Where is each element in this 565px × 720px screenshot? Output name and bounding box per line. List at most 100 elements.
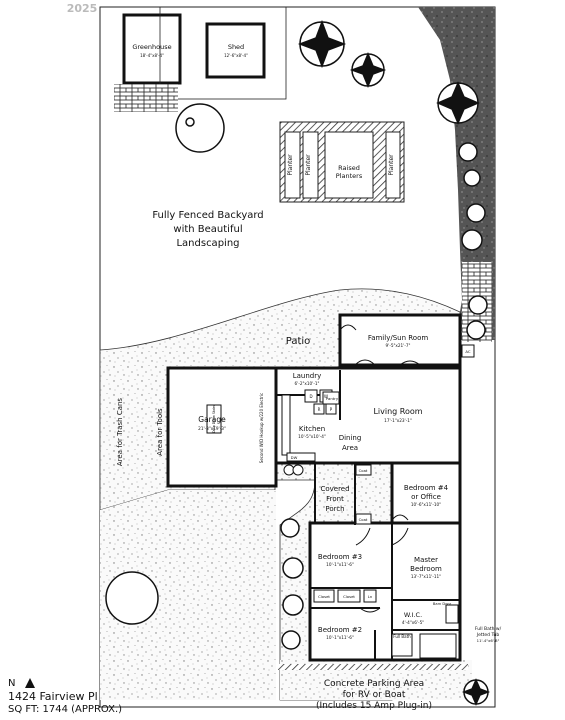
greenhouse	[122, 13, 182, 85]
closet-1	[313, 589, 335, 603]
shrub	[461, 229, 483, 251]
bedroom4-label-2: or Office	[411, 493, 441, 501]
master-label-1: Master	[414, 556, 438, 564]
toilet	[445, 604, 459, 624]
greenhouse-label: Greenhouse	[132, 43, 171, 51]
coat-label-1: Coat	[359, 468, 368, 473]
closet-label-1: Closet	[318, 594, 330, 599]
backyard-line-2: with Beautiful	[173, 224, 242, 235]
barn-door-label: Barn Door	[433, 602, 452, 606]
tree	[175, 103, 225, 153]
planter-2	[302, 131, 319, 199]
closet-label-2: Closet	[343, 594, 355, 599]
tree-canopy	[349, 52, 387, 88]
bedroom3-label: Bedroom #3	[318, 553, 362, 561]
brick-walk	[114, 84, 178, 112]
hookup-label: Second W/D Hookup w/220 Electric	[259, 393, 264, 463]
master-label-2: Bedroom	[410, 565, 442, 573]
address: 1424 Fairview Pl	[8, 690, 98, 703]
greenhouse-size: 18'-4"x8'-4"	[140, 53, 164, 58]
shrub	[282, 594, 304, 616]
laundry-label: Laundry	[293, 372, 322, 380]
planter-1	[284, 131, 301, 199]
pantry-p-label: P	[330, 407, 333, 412]
parking-line-1: Concrete Parking Area	[324, 679, 424, 689]
door-swing	[399, 360, 421, 366]
full-bath	[391, 633, 413, 657]
north-arrow-icon	[25, 678, 35, 688]
bedroom4-size: 10'-6"x11'-10"	[411, 502, 441, 507]
tree	[105, 571, 159, 625]
drop-down-stairs	[206, 404, 222, 434]
shed	[205, 22, 266, 79]
patio-label: Patio	[286, 336, 311, 347]
side-yard-concrete	[100, 490, 276, 700]
kitchen-counter	[281, 394, 291, 456]
tree-canopy	[297, 19, 347, 69]
master-size: 13'-7"x11'-11"	[411, 574, 441, 579]
raised-label-1: Raised	[338, 164, 360, 172]
tree-canopy	[436, 81, 480, 125]
door-swing	[355, 527, 371, 546]
garage-size: 21'-3"x19'-3"	[198, 426, 226, 431]
living-room-label: Living Room	[373, 407, 422, 416]
tree-canopy	[461, 678, 491, 706]
door-swing	[339, 324, 357, 331]
porch-label-1: Covered	[320, 485, 349, 493]
jetted-tub	[419, 633, 457, 659]
drop-down-label: Drop Down Stairs	[212, 405, 216, 433]
bedroom4-label-1: Bedroom #4	[404, 484, 449, 492]
coat-label-2: Coat	[359, 517, 368, 522]
compass-label: N	[8, 678, 16, 689]
fixtures	[206, 344, 475, 659]
wic-label: W.I.C.	[404, 611, 422, 619]
bedroom3-size: 10'-1"x11'-6"	[326, 562, 354, 567]
garage-walls	[166, 366, 278, 488]
kitchen-size: 10'-5"x10'-4"	[298, 434, 326, 439]
shrub	[468, 295, 488, 315]
square-footage: SQ FT: 1744 (APPROX.)	[8, 704, 123, 715]
shrub	[458, 142, 478, 162]
dryer-label: D	[309, 394, 312, 399]
bedroom4-walls	[390, 461, 462, 525]
parking-line-2: for RV or Boat	[343, 690, 406, 700]
structures-pad	[159, 6, 287, 100]
shrub	[466, 320, 486, 340]
bedroom2-label: Bedroom #2	[318, 626, 362, 634]
bedroom2-size: 10'-1"x11'-6"	[326, 635, 354, 640]
parking-line-3: (Includes 15 Amp Plug-in)	[316, 701, 432, 711]
shrub	[463, 169, 481, 187]
porch-label-2: Front	[326, 495, 344, 503]
door-swing	[391, 514, 409, 521]
parking-edge	[278, 664, 468, 670]
raised-planter	[324, 131, 374, 199]
closet-2	[337, 589, 361, 603]
planter-label-3: Planter	[388, 154, 395, 176]
backyard-line-1: Fully Fenced Backyard	[152, 210, 263, 221]
shrub	[281, 630, 301, 650]
wic-size: 4'-4"x6'-5"	[402, 620, 424, 625]
shrub	[282, 557, 304, 579]
door-swing	[359, 607, 381, 613]
trash-area-label: Area for Trash Cans	[116, 398, 124, 467]
coat-closet-1	[355, 464, 372, 476]
ac-label: AC	[465, 349, 471, 354]
gravel-strip	[418, 7, 495, 340]
door-swing	[391, 527, 409, 546]
dryer	[304, 389, 318, 403]
dishwasher-label: DW	[291, 455, 298, 460]
porch-label-3: Porch	[325, 505, 344, 513]
family-room-walls	[338, 313, 462, 367]
planter-label-1: Planter	[287, 154, 294, 176]
ac-unit	[461, 344, 475, 358]
refrigerator	[313, 403, 325, 415]
pantry-label: Pantry	[326, 396, 339, 401]
linen-label: Ln	[368, 594, 373, 599]
jetted-bath-size: 11'-4"x6'-8"	[477, 638, 500, 643]
kitchen-label: Kitchen	[299, 425, 325, 433]
raised-label-2: Planters	[336, 172, 363, 180]
backyard-line-3: Landscaping	[176, 238, 239, 249]
dining-label-1: Dining	[339, 434, 362, 442]
grill	[292, 464, 304, 476]
